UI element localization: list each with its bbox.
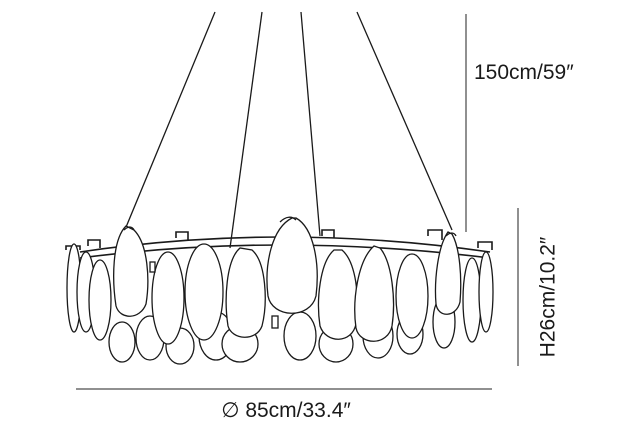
glass-petals-front: [113, 217, 462, 345]
height-label: H26cm/10.2″: [536, 236, 560, 358]
drop-length-label: 150cm/59″: [474, 61, 574, 84]
petal-hooks: [123, 216, 457, 329]
diameter-label: ∅ 85cm/33.4″: [221, 399, 351, 422]
suspension-cables: [123, 11, 453, 249]
